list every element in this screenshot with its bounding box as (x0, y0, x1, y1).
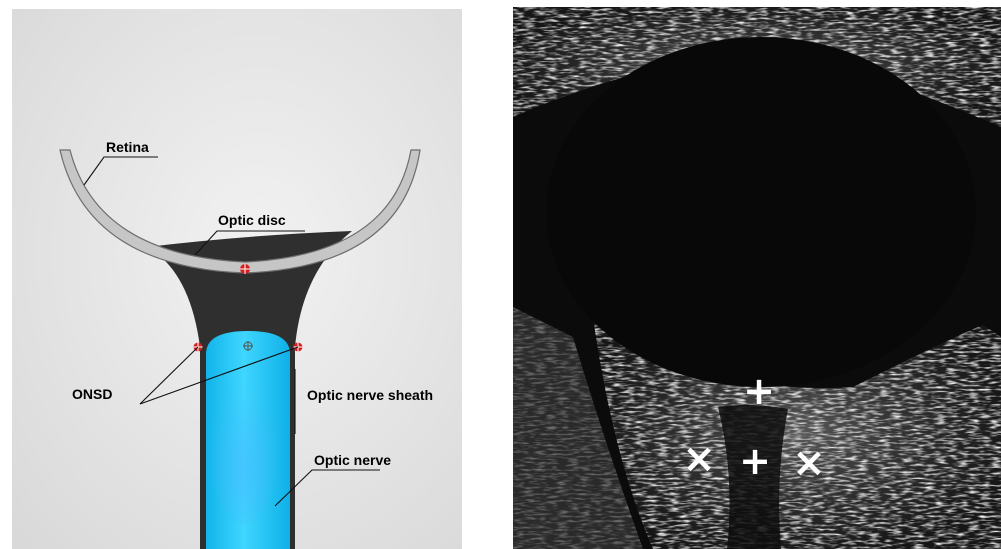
ultrasound-svg: + + × × (513, 7, 1001, 549)
optic-nerve-diagram: Retina Optic disc ONSD Optic nerve sheat… (12, 9, 462, 549)
nerve-glow (212, 384, 276, 524)
us-plus-marker-center: + (739, 439, 771, 483)
us-plus-marker-top: + (743, 369, 775, 413)
us-cross-marker-right: × (792, 440, 826, 486)
ultrasound-image: + + × × (513, 7, 1001, 549)
us-globe (546, 37, 976, 387)
label-onsd: ONSD (72, 386, 112, 402)
us-cross-marker-left: × (682, 436, 716, 482)
label-retina: Retina (106, 139, 149, 155)
label-optic-disc: Optic disc (218, 212, 286, 228)
label-optic-nerve: Optic nerve (314, 452, 391, 468)
label-optic-nerve-sheath: Optic nerve sheath (307, 387, 433, 403)
diagram-svg: Retina Optic disc ONSD Optic nerve sheat… (12, 9, 462, 549)
optic-disc-marker (240, 264, 250, 274)
